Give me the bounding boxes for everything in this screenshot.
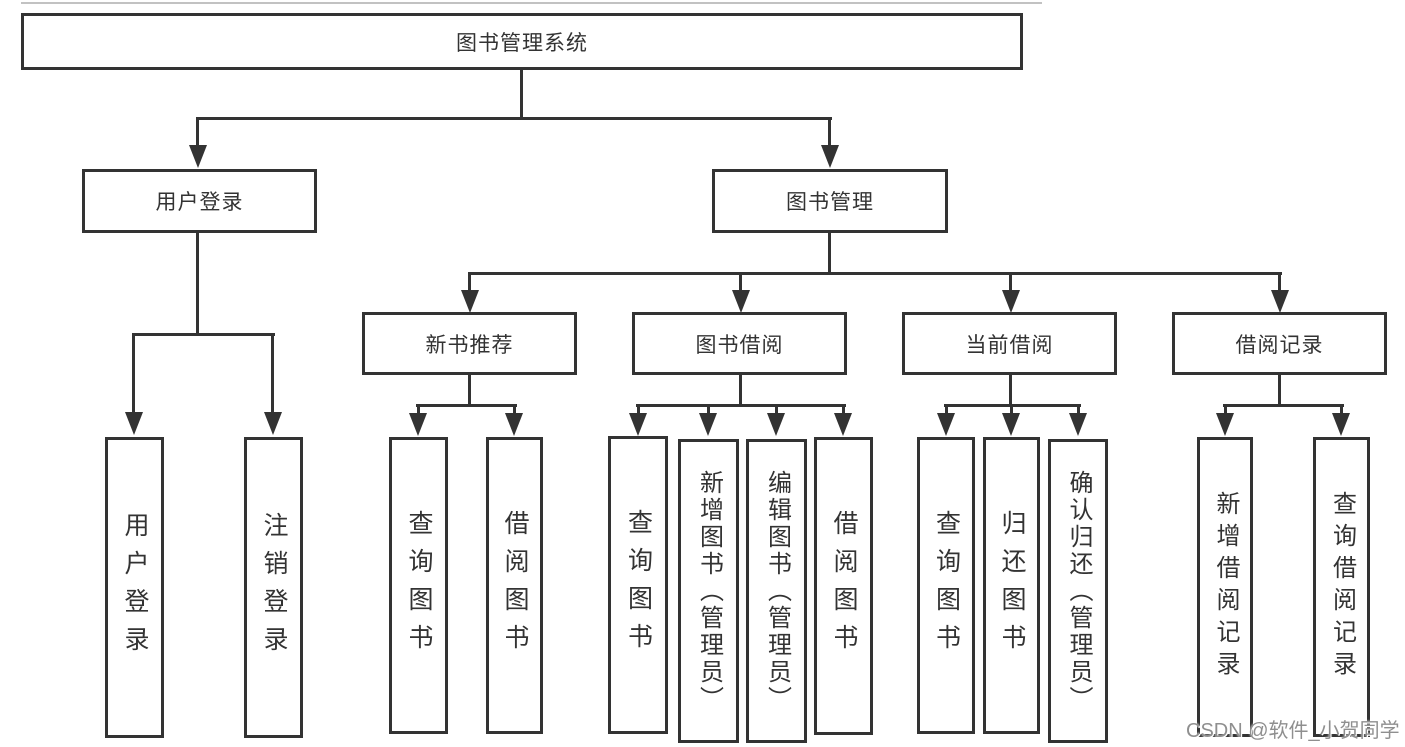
csdn-watermark: CSDN @软件_小贺同学 bbox=[1186, 720, 1400, 742]
connector-line bbox=[417, 404, 420, 416]
arrowhead-down-icon bbox=[937, 413, 955, 436]
connector-line bbox=[1278, 375, 1281, 407]
leaf-user-login: 用户登录 bbox=[105, 437, 164, 738]
leaf-logout: 注销登录 bbox=[244, 437, 303, 738]
leaf-query-books-2-label: 查询图书 bbox=[624, 509, 652, 661]
connector-line bbox=[828, 233, 831, 275]
arrowhead-down-icon bbox=[732, 290, 750, 313]
connector-line bbox=[196, 233, 199, 336]
leaf-edit-books-admin-label: 编辑图书（管理员） bbox=[763, 469, 790, 713]
arrowhead-down-icon bbox=[1271, 290, 1289, 313]
leaf-borrow-books-1: 借阅图书 bbox=[486, 437, 543, 734]
connector-line bbox=[468, 272, 471, 292]
connector-line bbox=[1223, 404, 1344, 407]
leaf-borrow-books-1-label: 借阅图书 bbox=[501, 509, 528, 662]
leaf-logout-label: 注销登录 bbox=[260, 511, 287, 664]
arrowhead-down-icon bbox=[1002, 413, 1020, 436]
node-new-book-recommend: 新书推荐 bbox=[362, 312, 577, 375]
leaf-confirm-return-admin-label: 确认归还（管理员） bbox=[1065, 469, 1091, 713]
connector-line bbox=[739, 272, 742, 292]
connector-line bbox=[775, 404, 778, 416]
connector-line bbox=[196, 117, 199, 147]
arrowhead-down-icon bbox=[264, 412, 282, 435]
node-user-login: 用户登录 bbox=[82, 169, 317, 233]
connector-line bbox=[520, 70, 523, 119]
node-user-login-label: 用户登录 bbox=[155, 190, 244, 214]
leaf-edit-books-admin: 编辑图书（管理员） bbox=[746, 439, 807, 743]
node-root-label: 图书管理系统 bbox=[456, 30, 588, 55]
arrowhead-down-icon bbox=[767, 413, 785, 436]
arrowhead-down-icon bbox=[409, 413, 427, 436]
connector-line bbox=[1340, 404, 1343, 416]
connector-line bbox=[637, 404, 640, 416]
connector-line bbox=[513, 404, 516, 416]
arrowhead-down-icon bbox=[505, 413, 523, 436]
connector-line bbox=[1224, 404, 1227, 416]
connector-line bbox=[196, 117, 832, 120]
node-book-management: 图书管理 bbox=[712, 169, 948, 233]
arrowhead-down-icon bbox=[125, 412, 143, 435]
leaf-user-login-label: 用户登录 bbox=[121, 511, 148, 664]
leaf-query-books-1: 查询图书 bbox=[389, 437, 448, 734]
arrowhead-down-icon bbox=[629, 413, 647, 436]
node-borrow-records-label: 借阅记录 bbox=[1235, 332, 1324, 357]
leaf-query-books-3-label: 查询图书 bbox=[932, 509, 960, 662]
leaf-query-borrow-record: 查询借阅记录 bbox=[1313, 437, 1370, 737]
connector-line bbox=[468, 272, 1282, 275]
arrowhead-down-icon bbox=[1069, 413, 1087, 436]
leaf-return-books: 归还图书 bbox=[983, 437, 1040, 734]
connector-line bbox=[132, 333, 275, 336]
connector-line bbox=[271, 333, 274, 413]
node-root: 图书管理系统 bbox=[21, 13, 1023, 70]
leaf-add-borrow-record: 新增借阅记录 bbox=[1197, 437, 1253, 737]
leaf-add-books-admin: 新增图书（管理员） bbox=[678, 439, 739, 743]
leaf-return-books-label: 归还图书 bbox=[998, 509, 1025, 662]
connector-line bbox=[636, 404, 846, 407]
leaf-query-books-1-label: 查询图书 bbox=[405, 509, 432, 662]
arrowhead-down-icon bbox=[189, 145, 207, 168]
arrowhead-down-icon bbox=[821, 145, 839, 168]
connector-line bbox=[1009, 375, 1012, 407]
connector-line bbox=[416, 404, 517, 407]
leaf-confirm-return-admin: 确认归还（管理员） bbox=[1048, 439, 1108, 743]
leaf-add-books-admin-label: 新增图书（管理员） bbox=[695, 469, 722, 713]
node-current-borrow-label: 当前借阅 bbox=[965, 332, 1054, 357]
connector-line bbox=[707, 404, 710, 416]
arrowhead-down-icon bbox=[1216, 413, 1234, 436]
node-book-management-label: 图书管理 bbox=[786, 190, 874, 214]
leaf-query-borrow-record-label: 查询借阅记录 bbox=[1328, 491, 1355, 683]
leaf-borrow-books-2: 借阅图书 bbox=[814, 437, 873, 735]
connector-line bbox=[468, 375, 471, 407]
leaf-query-books-3: 查询图书 bbox=[917, 437, 975, 734]
connector-line bbox=[1009, 272, 1012, 292]
connector-line bbox=[1010, 404, 1013, 416]
arrowhead-down-icon bbox=[699, 413, 717, 436]
node-book-borrow-label: 图书借阅 bbox=[695, 332, 784, 357]
connector-line bbox=[132, 333, 135, 413]
leaf-query-books-2: 查询图书 bbox=[608, 436, 668, 734]
connector-line bbox=[828, 117, 831, 147]
node-book-borrow: 图书借阅 bbox=[632, 312, 847, 375]
leaf-borrow-books-2-label: 借阅图书 bbox=[830, 510, 857, 662]
connector-line bbox=[1278, 272, 1281, 292]
connector-line bbox=[945, 404, 948, 416]
node-borrow-records: 借阅记录 bbox=[1172, 312, 1387, 375]
arrowhead-down-icon bbox=[461, 290, 479, 313]
arrowhead-down-icon bbox=[1332, 413, 1350, 436]
arrowhead-down-icon bbox=[834, 413, 852, 436]
connector-line bbox=[842, 404, 845, 416]
node-new-book-recommend-label: 新书推荐 bbox=[425, 332, 514, 357]
node-current-borrow: 当前借阅 bbox=[902, 312, 1117, 375]
leaf-add-borrow-record-label: 新增借阅记录 bbox=[1212, 491, 1238, 683]
arrowhead-down-icon bbox=[1002, 290, 1020, 313]
connector-line bbox=[739, 375, 742, 407]
top-artifact-line bbox=[21, 2, 1042, 4]
connector-line bbox=[1077, 404, 1080, 416]
